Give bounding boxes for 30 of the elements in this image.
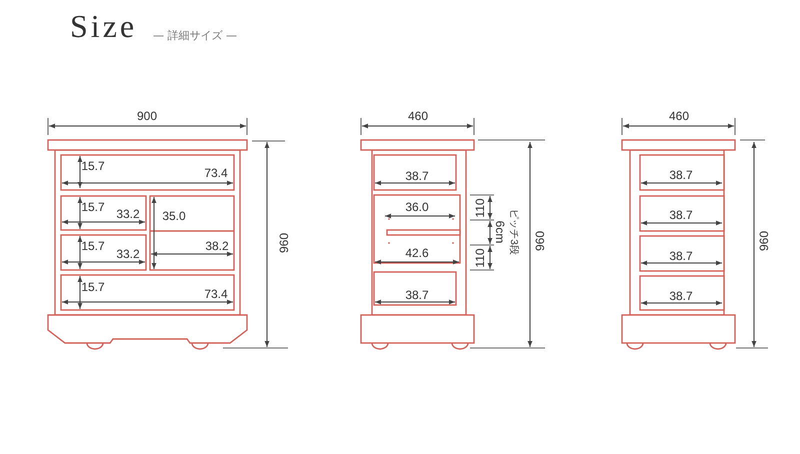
dimension-label: 960	[278, 232, 290, 254]
dimension-label: 110	[474, 198, 486, 218]
dimension-label: 15.7	[81, 240, 105, 252]
dimension-label: 15.7	[81, 201, 105, 213]
dimension-label: 73.4	[204, 167, 228, 179]
dimension-label: 460	[408, 110, 428, 122]
dimension-label: 38.7	[669, 250, 693, 262]
dimension-label: 960	[534, 230, 546, 252]
dimension-label: 15.7	[81, 281, 105, 293]
dimension-label: 42.6	[405, 247, 429, 259]
dimension-label: 33.2	[116, 248, 140, 260]
dimension-label: 110	[474, 248, 486, 268]
dimension-label: 15.7	[81, 160, 105, 172]
dimension-label: 38.7	[669, 290, 693, 302]
dimension-label: 38.7	[405, 170, 429, 182]
dimension-label: 35.0	[162, 210, 186, 222]
dimension-label: 73.4	[204, 288, 228, 300]
dimension-label: 36.0	[405, 201, 429, 213]
subtitle: — 詳細サイズ —	[153, 28, 237, 43]
dimension-label: 460	[668, 110, 690, 122]
dimension-label: 38.7	[669, 169, 693, 181]
dimension-label: 38.2	[205, 240, 229, 252]
dimension-label: 38.7	[669, 209, 693, 221]
dimension-label: 38.7	[405, 289, 429, 301]
dimension-label: 33.2	[116, 208, 140, 220]
dimension-label: ピッチ3段	[508, 209, 518, 255]
dimension-label: 6cm	[494, 220, 506, 244]
dimension-label: 960	[758, 230, 770, 252]
dimension-label: 900	[136, 110, 158, 122]
title: Size	[70, 8, 138, 45]
